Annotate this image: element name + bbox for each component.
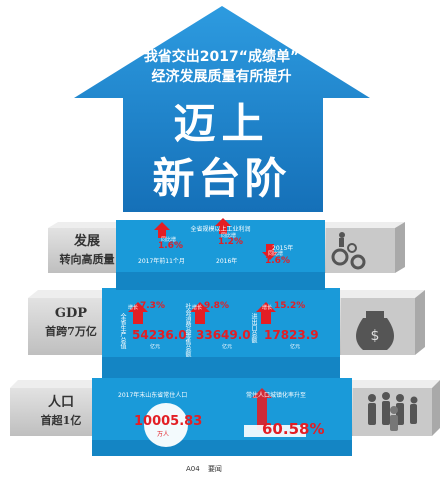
step3-urbanization: 60.58% — [262, 420, 325, 438]
money-bag-icon: $ — [356, 311, 394, 350]
title-line2: 新台阶 — [152, 154, 291, 203]
title-line1: 迈上 — [173, 99, 270, 148]
step1-year-1: 2017年前11个月 — [138, 258, 185, 265]
footer-section: 要闻 — [207, 465, 222, 473]
step2-label-line2: 首跨7万亿 — [45, 325, 97, 338]
up-arrow-shape — [74, 6, 370, 212]
step2-col2-growth-label: 增长 — [192, 305, 203, 311]
step2-col2-growth: 9.8% — [204, 301, 229, 311]
step2-col1-growth: 7.3% — [140, 301, 165, 311]
step3-population: 10005.83 — [134, 414, 203, 429]
step2-col3-growth-label: 增长 — [262, 305, 273, 311]
headline-line1: 我省交出2017“成绩单” — [143, 49, 300, 65]
step1-value-1: 1.6% — [158, 241, 183, 251]
step2-col1-growth-label: 增长 — [128, 305, 139, 311]
step1-label-line1: 发展 — [73, 234, 100, 249]
step1-year-2: 2016年 — [216, 258, 238, 265]
people-icon — [368, 392, 418, 431]
step3-right-caption: 常住人口城镇化率升至 — [246, 392, 307, 399]
step1-badge-3: 同比增 — [268, 251, 284, 257]
step2-label: GDP 首跨7万亿 — [40, 305, 102, 341]
step2-col1-unit: 亿元 — [150, 344, 161, 350]
headline-line2: 经济发展质量有所提升 — [151, 69, 292, 85]
step2-col3-value: 17823.9 — [264, 328, 319, 342]
step1-label-line2: 转向高质量 — [59, 253, 115, 266]
step2-col1-label: 全省生产总值 — [119, 313, 126, 349]
step3-population-unit: 万人 — [157, 431, 170, 438]
step1-value-2: 1.2% — [218, 237, 243, 247]
step3-label-line1: 人口 — [47, 395, 74, 410]
step1-badge-1: 同比增 — [161, 237, 177, 243]
step1-up-arrow-1 — [154, 222, 170, 238]
footer: A04 要闻 — [186, 464, 222, 474]
footer-page: A04 — [186, 465, 200, 473]
step1-header: 全省规模以上工业利润 — [190, 226, 251, 233]
urbanization-arrow — [252, 388, 272, 430]
step1-value-3: 1.6% — [265, 256, 290, 266]
step3-label-line2: 首超1亿 — [40, 414, 82, 427]
step2-col2-label: 社会消费品零售总额 — [184, 303, 191, 357]
population-circle — [144, 403, 188, 447]
step3-label: 人口 首超1亿 — [30, 394, 92, 430]
step1-badge-2: 同比增 — [221, 233, 237, 239]
step1-up-arrow-2 — [215, 218, 231, 234]
step1-year-3: 2015年 — [272, 245, 294, 252]
step2-col2-unit: 亿元 — [222, 344, 233, 350]
svg-text:$: $ — [371, 328, 380, 344]
gears-icon — [331, 232, 366, 270]
step2-col3-label: 进出口总额 — [250, 313, 257, 343]
step2-col3-growth: 15.2% — [274, 301, 306, 311]
step1-down-arrow-3 — [262, 244, 278, 260]
step1-label: 发展 转向高质量 — [58, 233, 116, 269]
step2-col1-value: 54236.0 — [132, 328, 187, 342]
step2-label-line1: GDP — [54, 306, 88, 321]
step3-left-caption: 2017年末山东省常住人口 — [118, 392, 188, 399]
step2-panel — [102, 288, 340, 378]
step2-col3-unit: 亿元 — [290, 344, 301, 350]
step2-col2-value: 33649.0 — [196, 328, 251, 342]
